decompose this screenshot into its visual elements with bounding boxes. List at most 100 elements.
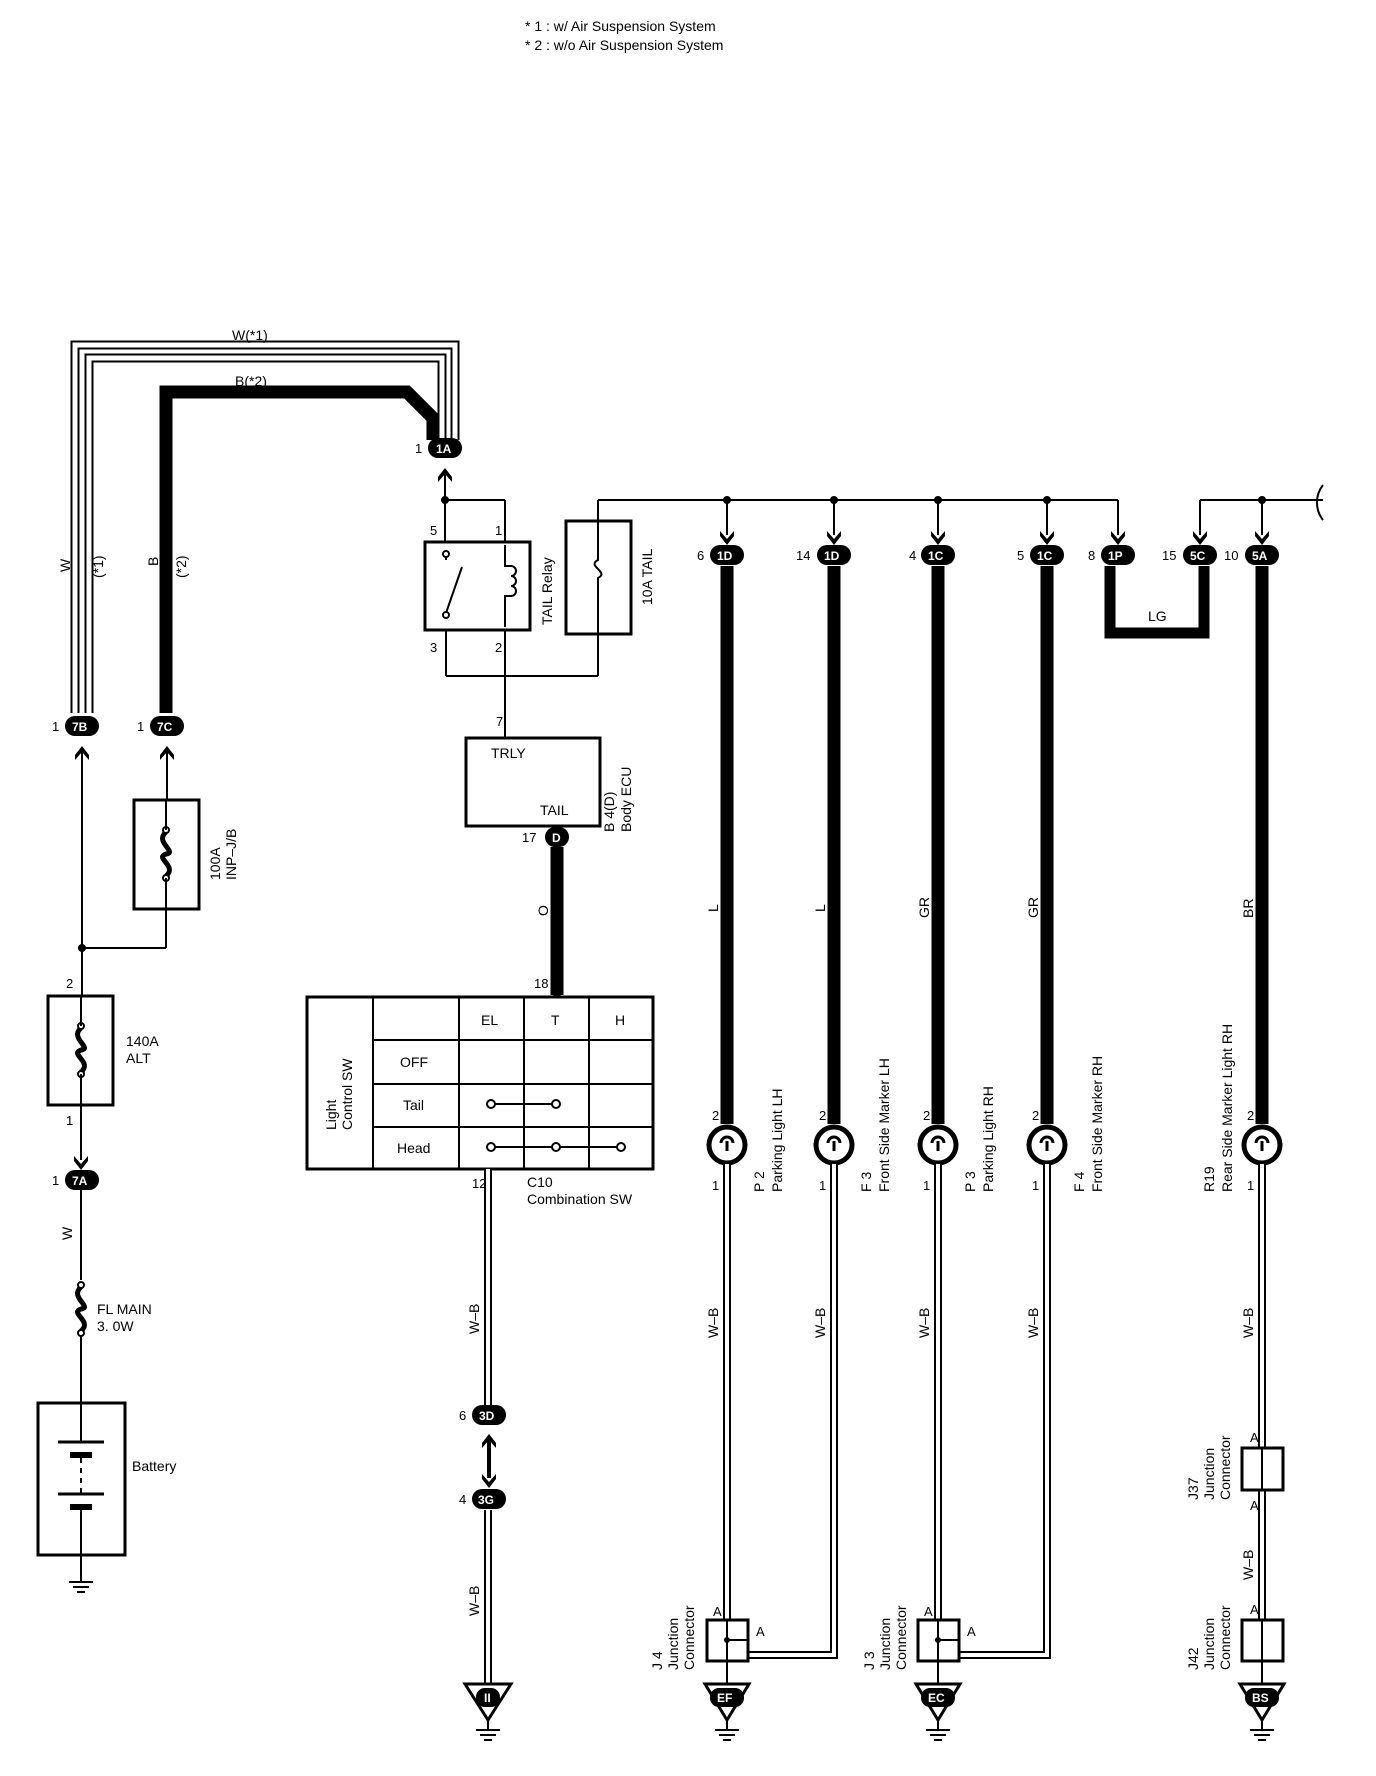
fl-main-fusible-link: [78, 1282, 85, 1336]
row-head: Head: [397, 1140, 430, 1156]
connector-1c-4: [921, 545, 955, 565]
lamp-p3: [920, 1127, 956, 1163]
lamp-r19-pin2: 2: [1247, 1108, 1254, 1123]
ground-ii: II: [462, 1682, 514, 1741]
connector-3d-label: 3D: [479, 1409, 495, 1423]
pin-7b: 1: [52, 719, 59, 734]
j42-pin-a: A: [1250, 1602, 1259, 1617]
ground-ef: EF: [702, 1682, 752, 1741]
sw-pin-18: 18: [534, 976, 548, 991]
sw-name: Combination SW: [527, 1191, 633, 1207]
connector-1a-label: 1A: [436, 442, 452, 456]
connector-7c-label: 7C: [157, 720, 173, 734]
wire-label-l-2: L: [812, 904, 828, 912]
lamp-f4-pin2: 2: [1032, 1108, 1039, 1123]
wire-label-wb-j37: W–B: [1240, 1550, 1256, 1580]
j3-pin-a2: A: [967, 1624, 976, 1639]
pin-3g-4: 4: [459, 1492, 466, 1507]
j42-name-2: Connector: [1217, 1605, 1233, 1670]
pin-7c: 1: [137, 719, 144, 734]
j42-name-1: Junction: [1201, 1618, 1217, 1670]
pin-7a: 1: [52, 1173, 59, 1188]
body-ecu: [464, 736, 602, 828]
lcs-label-1: Light: [323, 1100, 339, 1130]
j3-name-1: Junction: [877, 1618, 893, 1670]
connector-1c-5: [1030, 545, 1064, 565]
lamp-f3-pin2: 2: [819, 1108, 826, 1123]
pin-1a: 1: [415, 441, 422, 456]
lamp-f4-pin1: 1: [1032, 1178, 1039, 1193]
lamp-f4-id: F 4: [1071, 1172, 1087, 1192]
lamp-p2-id: P 2: [751, 1171, 767, 1192]
connector-7b-label: 7B: [72, 720, 88, 734]
lamp-r19: [1244, 1127, 1280, 1163]
lamp-p3-name: Parking Light RH: [980, 1086, 996, 1192]
connector-5c: [1183, 545, 1217, 565]
wire-label-wb-p2: W–B: [705, 1308, 721, 1338]
j4-name-2: Connector: [681, 1605, 697, 1670]
connector-1d-14: [817, 545, 851, 565]
wire-label-o: O: [535, 905, 551, 916]
fl-main-label-1: FL MAIN: [97, 1301, 152, 1317]
j3-name-2: Connector: [893, 1605, 909, 1670]
connector-5a-label: 5A: [1252, 549, 1268, 563]
connector-3g: [472, 1489, 506, 1509]
wire-label-b: B: [145, 557, 161, 566]
lamp-p3-pin2: 2: [923, 1108, 930, 1123]
sw-pin-12: 12: [472, 1176, 486, 1191]
wire-label-w-battery: W: [59, 1226, 75, 1240]
wire-label-wb-f4: W–B: [1025, 1308, 1041, 1338]
lamp-p3-pin1: 1: [923, 1178, 930, 1193]
wire-w-star1: [70, 340, 460, 713]
lamp-f4-name: Front Side Marker RH: [1089, 1056, 1105, 1192]
tail-relay-label: TAIL Relay: [539, 557, 555, 625]
connector-1c-4-label: 1C: [928, 549, 944, 563]
pin-5: 5: [1017, 548, 1024, 563]
lamp-p2-name: Parking Light LH: [769, 1088, 785, 1192]
connector-3d: [472, 1405, 506, 1425]
fuse-100a-label-2: INP–J/B: [223, 829, 239, 880]
j42-id: J42: [1185, 1647, 1201, 1670]
pin-6: 6: [697, 548, 704, 563]
connector-d-label: D: [552, 831, 561, 845]
wire-label-gr-2: GR: [1025, 897, 1041, 918]
j37-id: J37: [1185, 1477, 1201, 1500]
lamp-r19-id: R19: [1201, 1166, 1217, 1192]
col-h: H: [615, 1012, 625, 1028]
wire-label-gr-1: GR: [916, 897, 932, 918]
wire-label-br: BR: [1240, 899, 1256, 918]
j3-pin-a1: A: [924, 1604, 933, 1619]
lamp-p2-pin2: 2: [712, 1108, 719, 1123]
j3-id: J 3: [861, 1651, 877, 1670]
fuse-140a-label-1: 140A: [126, 1033, 159, 1049]
connector-1p: [1101, 545, 1135, 565]
fuse-100a-label-1: 100A: [207, 847, 223, 880]
lamp-p2-pin1: 1: [712, 1178, 719, 1193]
pin-15: 15: [1162, 548, 1176, 563]
wire-label-wb-f3: W–B: [812, 1308, 828, 1338]
lamp-f3: [816, 1127, 852, 1163]
connector-d: [545, 827, 569, 847]
fuse-140a-label-2: ALT: [126, 1050, 151, 1066]
lamp-f3-pin1: 1: [819, 1178, 826, 1193]
ecu-trly: TRLY: [491, 745, 526, 761]
alt-pin-1: 1: [66, 1113, 73, 1128]
lamp-f4: [1029, 1127, 1065, 1163]
pin-4: 4: [909, 548, 916, 563]
wire-label-wb-p3: W–B: [916, 1308, 932, 1338]
ground-ii-label: II: [484, 1691, 491, 1705]
ground-bs: BS: [1237, 1682, 1287, 1741]
lcs-label-2: Control SW: [339, 1058, 355, 1130]
col-t: T: [551, 1012, 560, 1028]
ecu-id: B 4(D): [601, 792, 617, 832]
wire-label-lg: LG: [1148, 608, 1167, 624]
lamp-f3-name: Front Side Marker LH: [876, 1058, 892, 1192]
sw-id: C10: [527, 1174, 553, 1190]
relay-pin-2: 2: [495, 640, 502, 655]
wire-b-star2: [159, 385, 440, 713]
ecu-pin-7: 7: [496, 714, 503, 729]
ecu-name: Body ECU: [618, 767, 634, 832]
j37-pin-a2: A: [1250, 1498, 1259, 1513]
connector-1d-14-label: 1D: [824, 549, 840, 563]
row-tail: Tail: [403, 1097, 424, 1113]
